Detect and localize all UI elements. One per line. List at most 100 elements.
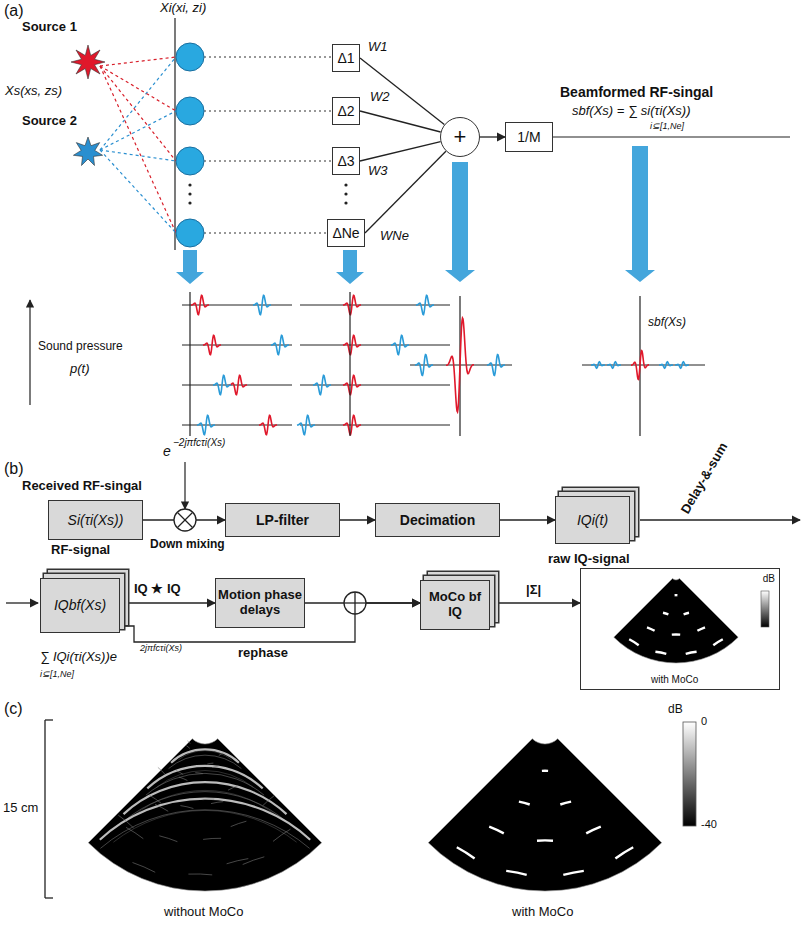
echo-arc [149, 795, 161, 803]
echo-arc [629, 639, 639, 645]
process-box: LP-filter [225, 503, 340, 537]
delay-box: Δ1 [332, 44, 360, 72]
ellipsis-dot [188, 183, 191, 186]
echo-arc [263, 795, 275, 805]
echo-arc [135, 790, 275, 814]
connector [365, 151, 446, 233]
echo-arc [273, 829, 291, 841]
node-body: Motion phase delays [216, 579, 304, 627]
echo-arc [228, 786, 238, 791]
data-stack: IQi(t) [555, 496, 630, 544]
echo-arc [195, 772, 203, 774]
scale-bracket [45, 719, 53, 720]
propagation-path [100, 111, 176, 150]
echo-arc [684, 613, 689, 615]
echo-arc [542, 770, 548, 773]
delay-box: Δ2 [332, 97, 360, 125]
signal-baseline [182, 385, 292, 386]
pulse-wave [313, 375, 331, 394]
step-label: raw IQ-signal [548, 552, 630, 567]
colorbar [761, 591, 769, 627]
edge-label: W2 [368, 90, 392, 105]
flow-line [6, 602, 38, 603]
step-label: Down mixing [150, 538, 225, 552]
echo-arc [506, 871, 527, 875]
pulse-wave [675, 362, 689, 368]
colorbar-tick: 0 [701, 715, 707, 728]
echo-arc [180, 806, 193, 809]
node-body: + [441, 118, 479, 156]
ellipsis-dot [344, 192, 347, 195]
flow-line [640, 519, 800, 520]
coordinate-label: Xs(xs, zs) [5, 84, 62, 99]
pulse-wave [591, 362, 605, 368]
adder-symbol [344, 592, 366, 614]
formula-superscript: −2jπfcτi(Xs) [173, 437, 225, 449]
formula-superscript: 2jπfcτi(Xs) [140, 643, 182, 653]
node-text: Δ1 [337, 50, 354, 66]
echo-arc [615, 847, 633, 858]
pulse-wave [343, 335, 361, 354]
echo-arc [123, 792, 287, 822]
axis-label: Sound pressure [38, 340, 123, 354]
echo-arc [647, 627, 655, 631]
node-text: Decimation [400, 512, 475, 528]
node-text: Δ3 [337, 153, 354, 169]
echo-arc [186, 746, 189, 749]
echo-arc [655, 652, 666, 654]
sum-node: + [440, 117, 480, 157]
source-label: Source 2 [22, 114, 77, 129]
node-text: MoCo bf IQ [421, 590, 489, 620]
node-body: MoCo bf IQ [421, 581, 489, 629]
heading-label: Beamformed RF-singal [560, 84, 713, 100]
signal-baseline [182, 305, 292, 306]
formula: ∑ IQi(τi(Xs))e [40, 650, 117, 665]
node-text: + [454, 124, 467, 149]
pulse-wave [259, 415, 277, 434]
pulse-wave [415, 355, 433, 376]
node-body: IQbf(Xs) [41, 579, 119, 632]
edge-label: IQ ★ IQ [132, 582, 183, 597]
echo-arc [126, 827, 143, 838]
acoustic-source [73, 137, 102, 166]
pulse-wave [487, 355, 505, 376]
mixing-input [184, 462, 185, 509]
data-stack: MoCo bf IQ [420, 580, 490, 630]
pulse-wave [213, 375, 231, 394]
echo-arc [211, 802, 223, 804]
node-body: LP-filter [226, 504, 339, 536]
flow-arrow [176, 250, 204, 284]
echo-arc [457, 847, 475, 858]
node-text: 1/M [517, 129, 540, 145]
formula: sbf(Xs) = ∑ si(τi(Xs)) [572, 104, 691, 119]
pulse-wave [416, 295, 434, 314]
node-caption: with MoCo [651, 674, 698, 686]
propagation-path [100, 57, 176, 150]
echo-arc [212, 766, 219, 768]
echo-arc [178, 751, 231, 760]
pressure-axis [29, 300, 30, 405]
echo-arc [519, 802, 530, 805]
node-body: ΔNe [328, 220, 364, 246]
propagation-path [100, 150, 176, 161]
signal-baseline [300, 305, 450, 306]
echo-arc [713, 639, 723, 645]
signal-baseline [300, 425, 450, 426]
connector [340, 519, 375, 520]
signal-box: Si(τi(Xs))RF-signal [48, 500, 143, 540]
flow-arrow [445, 162, 475, 282]
source-label: Source 1 [22, 20, 77, 35]
ellipsis-dot [188, 201, 191, 204]
pulse-wave [343, 295, 361, 314]
pulse-wave [253, 295, 271, 314]
scale-bracket [44, 720, 45, 898]
edge-label: WNe [378, 229, 411, 244]
step-label: Delay-&-sum [679, 440, 732, 516]
panel-letter: (b) [4, 460, 24, 478]
thumbnail-image [581, 569, 779, 689]
colorbar-tick: -40 [701, 818, 717, 831]
ellipsis-dot [188, 192, 191, 195]
